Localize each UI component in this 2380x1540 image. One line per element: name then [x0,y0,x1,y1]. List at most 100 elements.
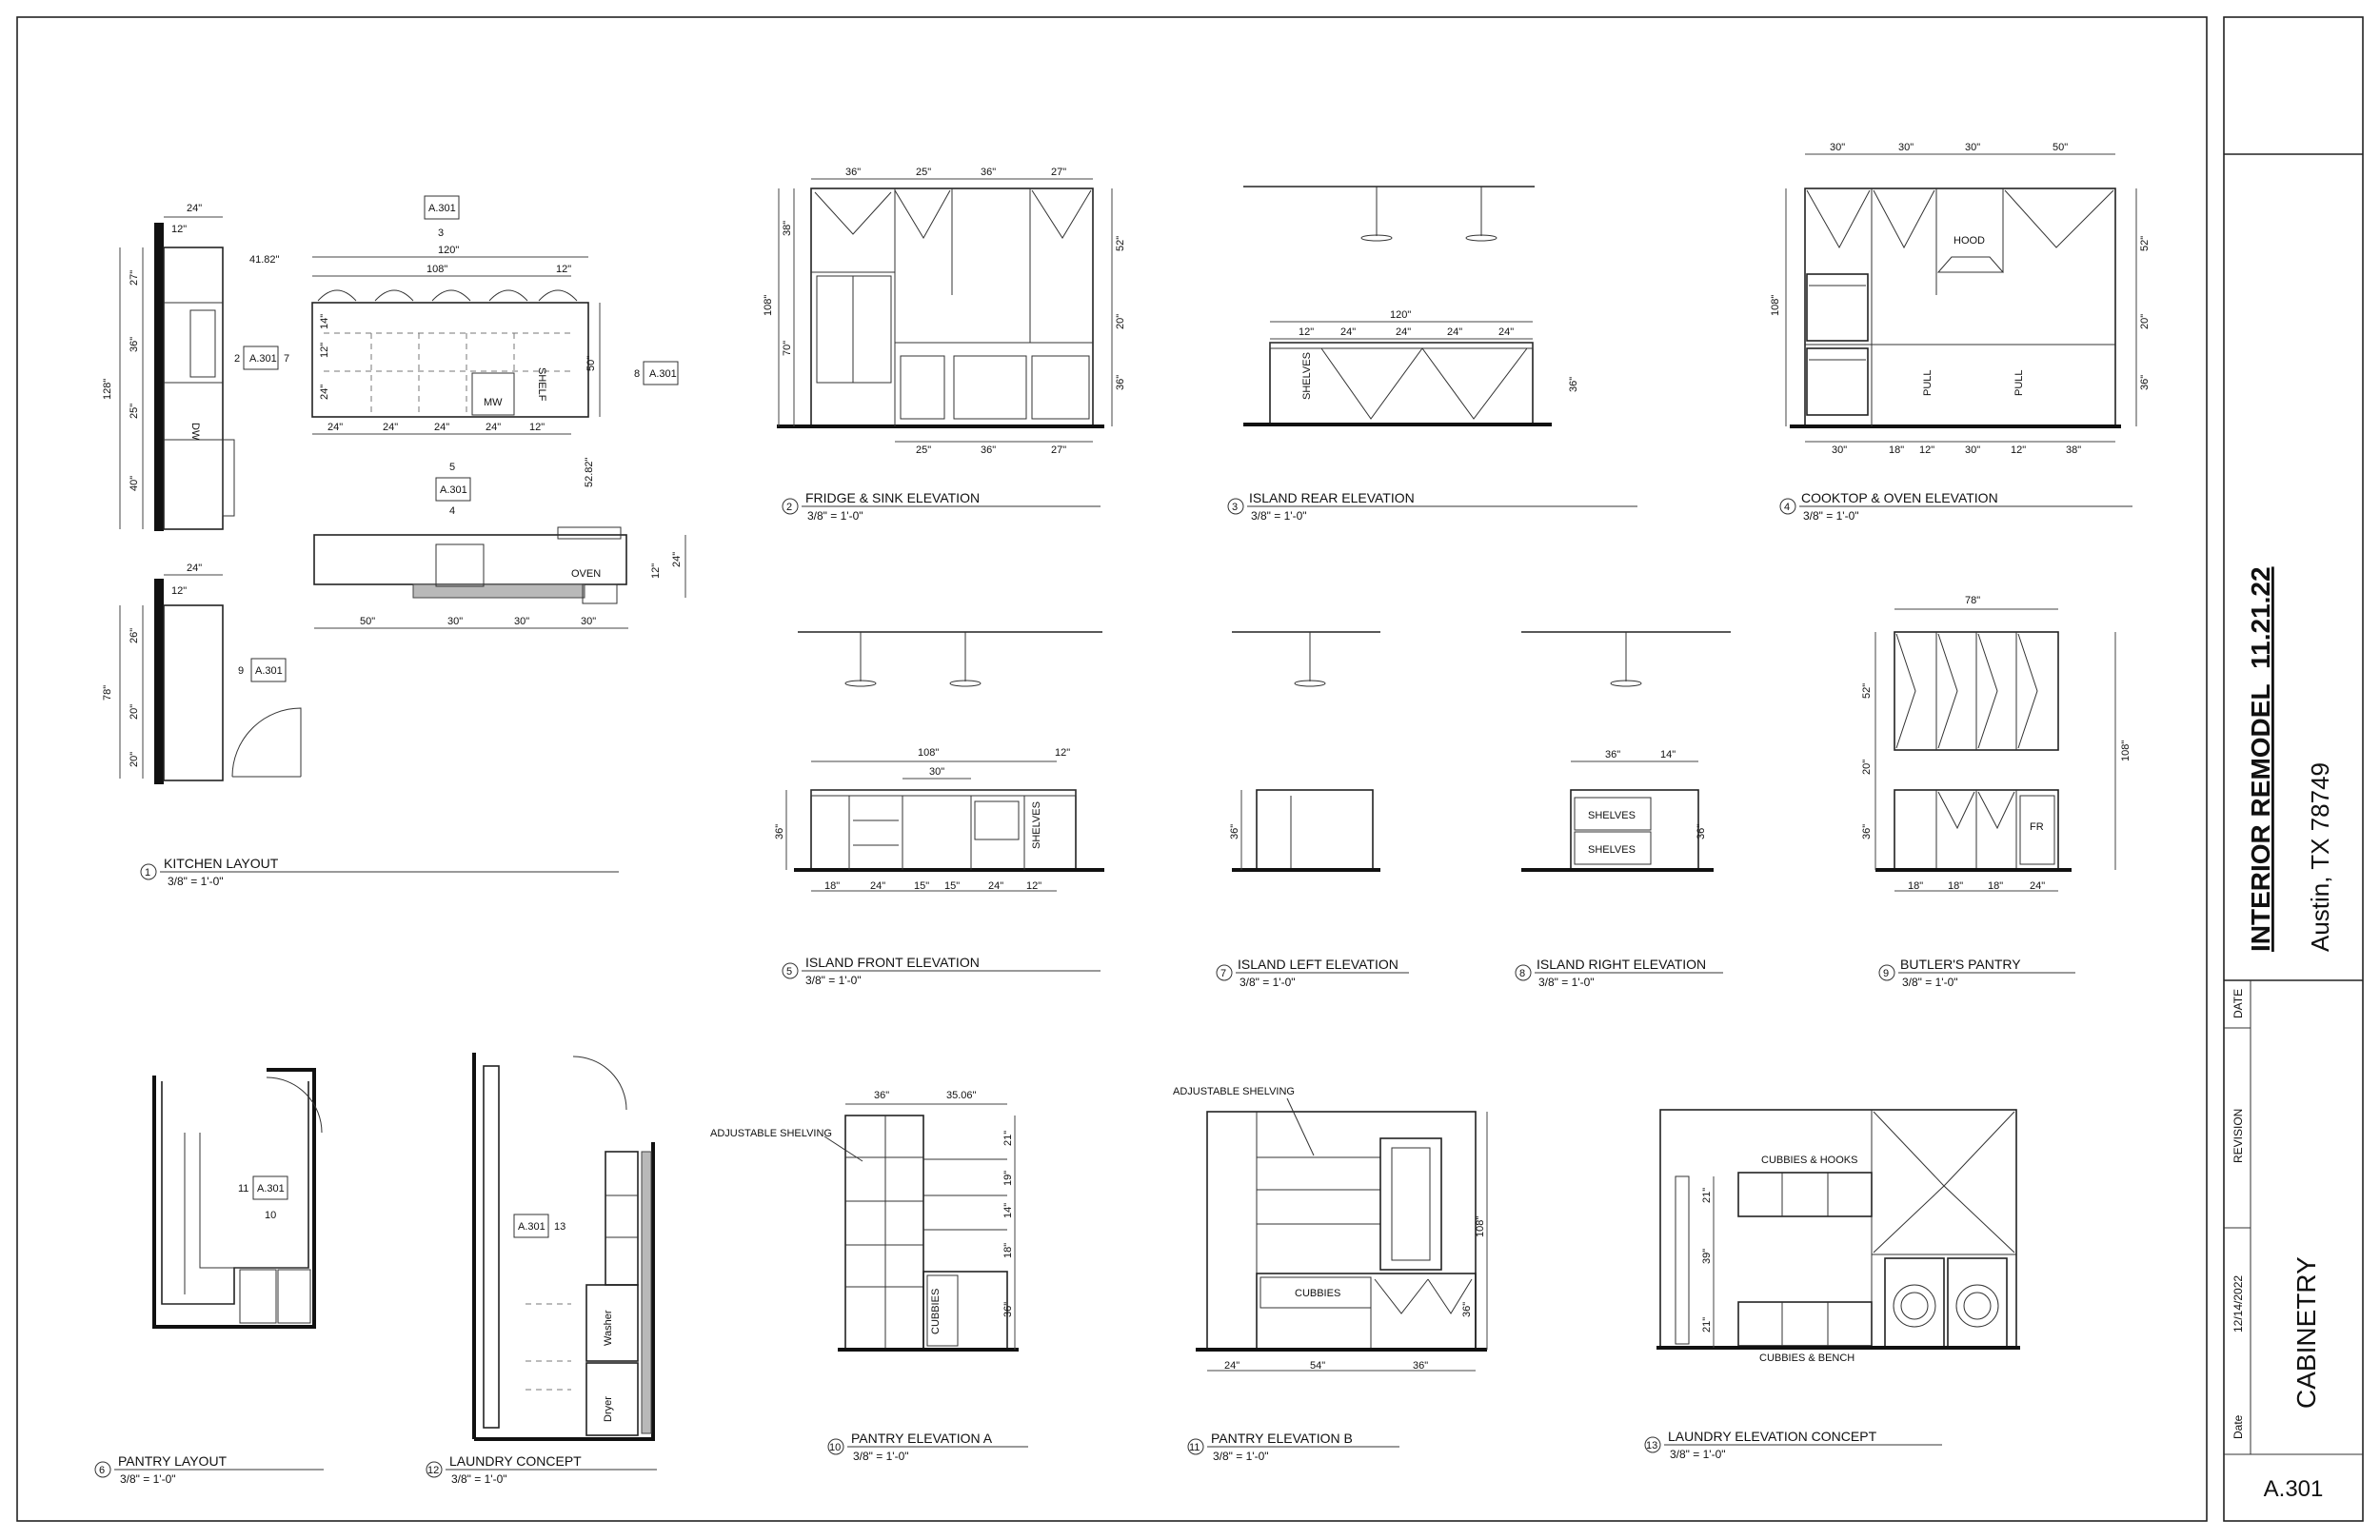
svg-text:27": 27" [129,270,140,286]
sheet-number: A.301 [2264,1476,2324,1502]
svg-text:30": 30" [929,766,944,778]
svg-text:50": 50" [360,616,375,627]
svg-text:30": 30" [1898,142,1914,153]
svg-text:3/8" = 1'-0": 3/8" = 1'-0" [1240,976,1296,989]
svg-text:21": 21" [1701,1317,1713,1333]
svg-text:24": 24" [187,563,202,574]
svg-text:35.06": 35.06" [946,1090,977,1101]
svg-text:25": 25" [129,404,140,419]
butlers-pantry-elevation: FR 78" 52" 20" 36" 108" 18" 18" 18" 24" [1861,595,2132,892]
svg-text:7: 7 [1220,968,1226,979]
svg-text:3: 3 [1232,502,1238,513]
svg-text:36": 36" [874,1090,889,1101]
svg-text:30": 30" [1965,142,1980,153]
svg-text:25": 25" [916,444,931,456]
svg-text:12": 12" [1055,747,1070,759]
svg-text:14": 14" [319,314,330,329]
svg-text:20": 20" [129,704,140,720]
view-title-3: ISLAND REAR ELEVATION [1249,490,1415,505]
svg-text:30": 30" [1832,444,1847,456]
view-title-13: LAUNDRY ELEVATION CONCEPT [1668,1429,1877,1444]
svg-text:12": 12" [319,343,330,358]
svg-text:18": 18" [824,880,840,892]
svg-text:A.301: A.301 [249,353,277,365]
svg-text:30": 30" [581,616,596,627]
island-front-elevation: SHELVES 108" 30" 12" 36" 18" 24" 15" 15"… [774,631,1104,892]
svg-text:12": 12" [650,563,662,579]
svg-text:12": 12" [171,224,187,235]
svg-text:15": 15" [944,880,960,892]
svg-text:38": 38" [2066,444,2081,456]
svg-text:36": 36" [2139,375,2151,390]
pantry-elevation-a: CUBBIES ADJUSTABLE SHELVING 36" 35.06" 2… [710,1090,1019,1352]
svg-text:30": 30" [514,616,529,627]
svg-text:78": 78" [102,685,113,701]
title-block-border [2223,16,2364,1522]
washer-label: Washer [603,1310,614,1346]
view-title-10: PANTRY ELEVATION A [851,1431,993,1446]
svg-text:30": 30" [1830,142,1845,153]
svg-text:20": 20" [129,752,140,767]
svg-text:40": 40" [129,476,140,491]
svg-text:24": 24" [1396,326,1411,338]
svg-text:120": 120" [1390,309,1411,321]
laundry-elevation-concept: CUBBIES & HOOKS CUBBIES & BENCH 21" 39" … [1656,1109,2020,1364]
cubbies-hooks-label: CUBBIES & HOOKS [1761,1155,1857,1166]
svg-text:3/8" = 1'-0": 3/8" = 1'-0" [853,1450,909,1463]
svg-text:21": 21" [1002,1131,1014,1146]
project-title: INTERIOR REMODEL_11.21.22 [2246,566,2275,952]
svg-text:108": 108" [1770,295,1781,316]
shelves-label: SHELVES [1301,352,1313,400]
svg-text:36": 36" [1605,749,1620,760]
cubbies-label-a: CUBBIES [930,1289,942,1334]
svg-text:128": 128" [102,379,113,400]
svg-text:52": 52" [1861,683,1873,699]
svg-text:36": 36" [1461,1302,1473,1317]
svg-text:24": 24" [1447,326,1462,338]
title-block: INTERIOR REMODEL_11.21.22 Austin, TX 787… [2231,566,2334,1502]
view-title-7: ISLAND LEFT ELEVATION [1238,957,1398,972]
svg-text:18": 18" [1889,444,1904,456]
date-label: DATE [2231,989,2245,1018]
svg-text:52": 52" [1115,236,1126,251]
svg-text:24": 24" [988,880,1003,892]
svg-text:1: 1 [145,867,150,879]
svg-text:27": 27" [1051,167,1066,178]
svg-text:4: 4 [1784,502,1790,513]
pull-label-1: PULL [1922,369,1934,396]
cubbies-label-b: CUBBIES [1295,1288,1340,1299]
cubbies-bench-label: CUBBIES & BENCH [1759,1352,1854,1364]
svg-text:20": 20" [1115,314,1126,329]
svg-text:19": 19" [1002,1171,1014,1186]
svg-text:36": 36" [1002,1302,1014,1317]
shelf-label: SHELF [536,367,547,402]
adjustable-shelving-label-b: ADJUSTABLE SHELVING [1173,1086,1295,1097]
svg-text:3: 3 [438,227,444,239]
island-left-elevation: 36" [1229,631,1380,872]
view-title-8: ISLAND RIGHT ELEVATION [1537,957,1706,972]
shelves-label-right-1: SHELVES [1588,810,1636,821]
svg-text:A.301: A.301 [257,1183,285,1194]
view-title-6: PANTRY LAYOUT [118,1453,228,1469]
svg-text:24": 24" [2030,880,2045,892]
view-title-12: LAUNDRY CONCEPT [449,1453,582,1469]
svg-text:10: 10 [829,1442,841,1453]
svg-text:13: 13 [1646,1440,1657,1451]
svg-text:108": 108" [763,295,774,316]
svg-text:12": 12" [529,422,545,433]
svg-text:15": 15" [914,880,929,892]
svg-text:8: 8 [634,368,640,380]
svg-text:3/8" = 1'-0": 3/8" = 1'-0" [1902,976,1958,989]
svg-text:6: 6 [99,1465,105,1476]
revision-date: 12/14/2022 [2231,1275,2245,1333]
svg-text:108": 108" [426,264,447,275]
svg-text:24": 24" [486,422,501,433]
shelves-label-right-2: SHELVES [1588,844,1636,856]
svg-text:5: 5 [449,462,455,473]
svg-text:24": 24" [383,422,398,433]
svg-text:11: 11 [238,1183,248,1194]
svg-text:36": 36" [1696,824,1707,839]
island-right-elevation: SHELVES SHELVES 36" 14" 36" [1521,631,1731,872]
fr-label: FR [2030,821,2044,833]
svg-text:3/8" = 1'-0": 3/8" = 1'-0" [805,974,862,987]
